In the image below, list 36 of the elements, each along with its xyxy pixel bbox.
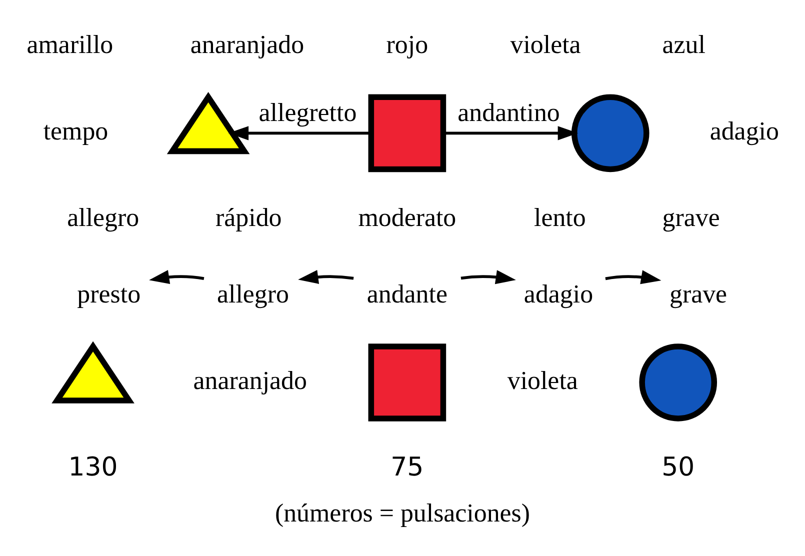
label: violeta <box>510 30 581 60</box>
arrow <box>149 270 204 284</box>
arrow <box>444 126 578 140</box>
label: azul <box>662 30 706 60</box>
label: grave <box>662 202 720 232</box>
label: anaranjado <box>193 366 307 395</box>
node-text: presto <box>77 279 141 308</box>
caption: (números = pulsaciones) <box>274 498 530 528</box>
node-circle <box>639 344 718 422</box>
label: rojo <box>386 30 428 60</box>
node-box <box>368 344 446 422</box>
arrow <box>605 270 662 284</box>
node-text: andante <box>366 279 448 308</box>
label: anaranjado <box>190 30 304 60</box>
edge-label: allegretto <box>258 98 357 127</box>
arrow <box>228 126 372 140</box>
node-triangle <box>52 341 134 404</box>
node-text: adagio <box>524 279 594 308</box>
label: adagio <box>710 116 779 146</box>
edge-label: andantino <box>458 98 560 127</box>
node-text: grave <box>669 279 728 308</box>
arrow <box>298 270 354 284</box>
node-text: allegro <box>217 279 289 308</box>
label: violeta <box>507 366 578 395</box>
node-box <box>368 94 446 172</box>
label: allegro <box>67 202 140 232</box>
node-label: 130 <box>68 452 118 482</box>
node-circle <box>571 94 650 172</box>
label: lento <box>534 202 586 232</box>
node-label: 50 <box>662 452 695 482</box>
label: rápido <box>216 202 282 232</box>
label: amarillo <box>26 30 114 60</box>
arrow <box>460 270 516 284</box>
label: tempo <box>43 116 108 146</box>
label: moderato <box>358 202 456 232</box>
node-label: 75 <box>390 452 424 482</box>
